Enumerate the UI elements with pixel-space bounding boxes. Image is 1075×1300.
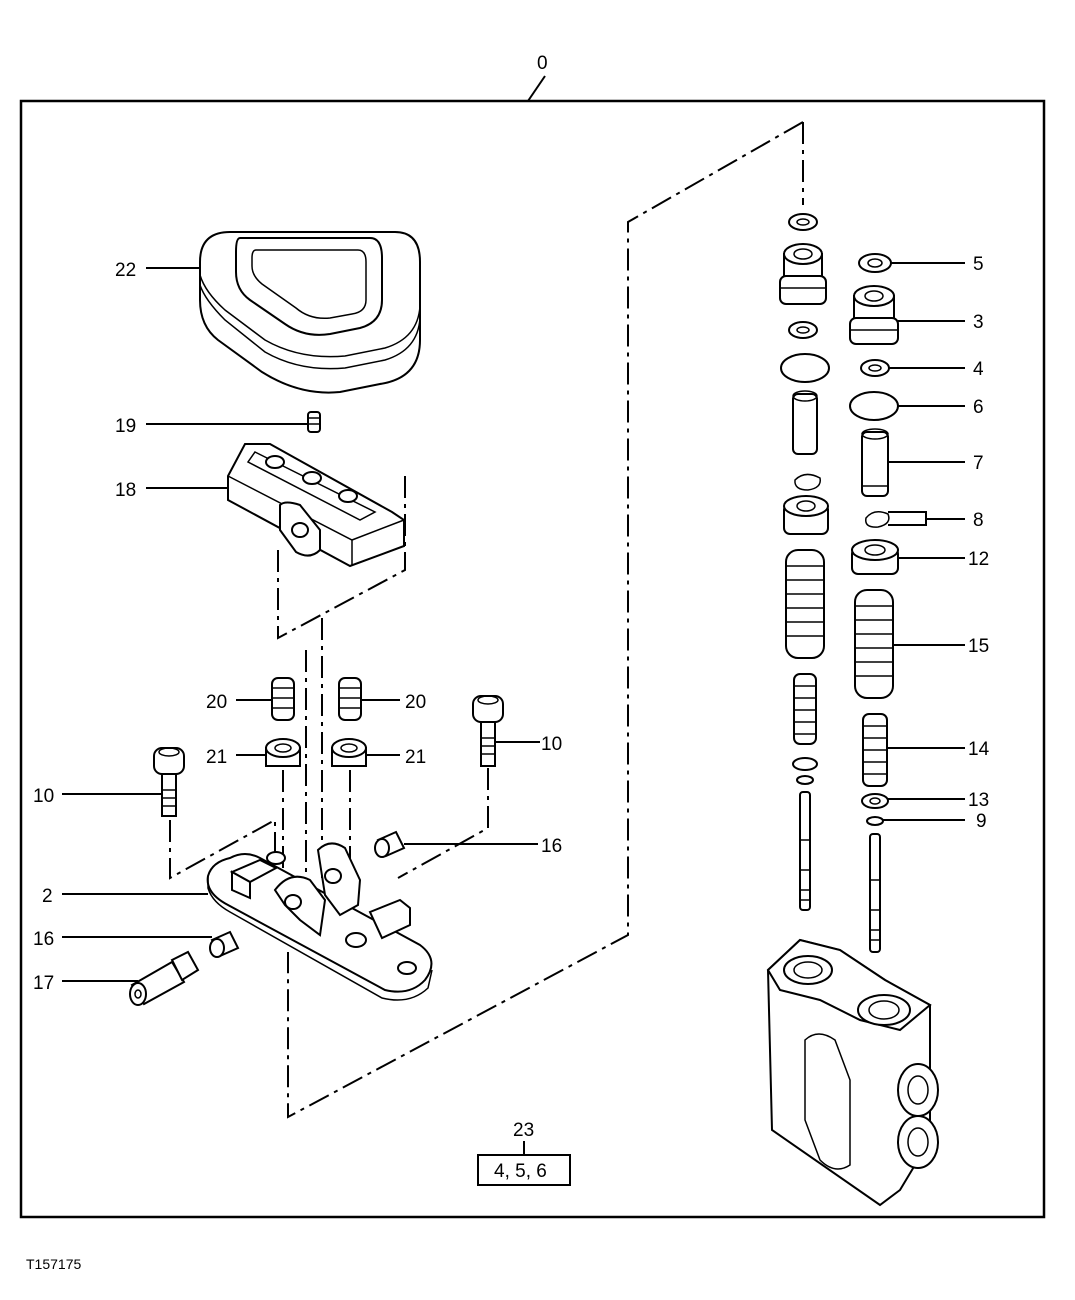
callout-13: 13	[968, 790, 989, 811]
assembly-label: 0	[537, 53, 548, 74]
assembly-frame	[19, 99, 1046, 1219]
kit-contents: 4, 5, 6	[494, 1161, 547, 1182]
valve-body	[766, 938, 939, 1207]
kit-box	[477, 1154, 571, 1186]
snap-ring-part-8	[865, 511, 890, 528]
o-ring-part-4	[860, 359, 890, 377]
dash-path-main	[287, 121, 804, 1119]
callout-10-left: 10	[33, 786, 54, 807]
pin-part-17	[129, 950, 200, 1006]
callout-8: 8	[973, 510, 984, 531]
callout-9: 9	[976, 811, 987, 832]
nut-part-21-right	[331, 738, 367, 767]
callout-21-right: 21	[405, 747, 426, 768]
plate-part-18	[227, 443, 405, 568]
rod-right	[869, 833, 881, 953]
callout-12: 12	[968, 549, 989, 570]
bushing-part-16-lower	[209, 930, 240, 958]
callout-10-right: 10	[541, 734, 562, 755]
callout-18: 18	[115, 480, 136, 501]
dash-path-bolt-right	[397, 768, 489, 879]
callout-17: 17	[33, 973, 54, 994]
callout-15: 15	[968, 636, 989, 657]
callout-23: 23	[513, 1120, 534, 1141]
dash-path-bolt-left	[169, 818, 276, 880]
callout-20-right: 20	[405, 692, 426, 713]
callout-7: 7	[973, 453, 984, 474]
callout-3: 3	[973, 312, 984, 333]
figure-id: T157175	[26, 1256, 81, 1272]
spring-part-15	[854, 589, 894, 699]
callout-19: 19	[115, 416, 136, 437]
boot-part-22	[199, 231, 421, 394]
bolt-part-10-right	[472, 695, 504, 767]
washer-part-13	[861, 793, 889, 809]
spring-part-14	[862, 713, 888, 787]
callout-20-left: 20	[206, 692, 227, 713]
disc-part-6	[849, 391, 899, 421]
callout-4: 4	[973, 359, 984, 380]
callout-14: 14	[968, 739, 990, 760]
base-part-2	[206, 842, 433, 1001]
spring-seat-part-12	[851, 539, 899, 575]
plug-part-3	[849, 285, 899, 345]
callout-6: 6	[973, 397, 984, 418]
nut-part-21-left	[265, 738, 301, 767]
callout-16-right: 16	[541, 836, 562, 857]
shim-part-9	[866, 816, 884, 826]
plug-part-20-right	[338, 677, 362, 721]
callout-21-left: 21	[206, 747, 227, 768]
bushing-part-16-upper	[374, 830, 406, 858]
set-screw-part-19	[307, 411, 321, 433]
bolt-part-10-left	[153, 747, 185, 817]
callout-16-left: 16	[33, 929, 54, 950]
plug-part-20-left	[271, 677, 295, 721]
spool-part-7	[861, 428, 889, 497]
callout-22: 22	[115, 260, 136, 281]
callout-5: 5	[973, 254, 984, 275]
callout-2: 2	[42, 886, 53, 907]
seal-part-5	[858, 253, 892, 273]
left-valve-stack	[779, 213, 830, 911]
